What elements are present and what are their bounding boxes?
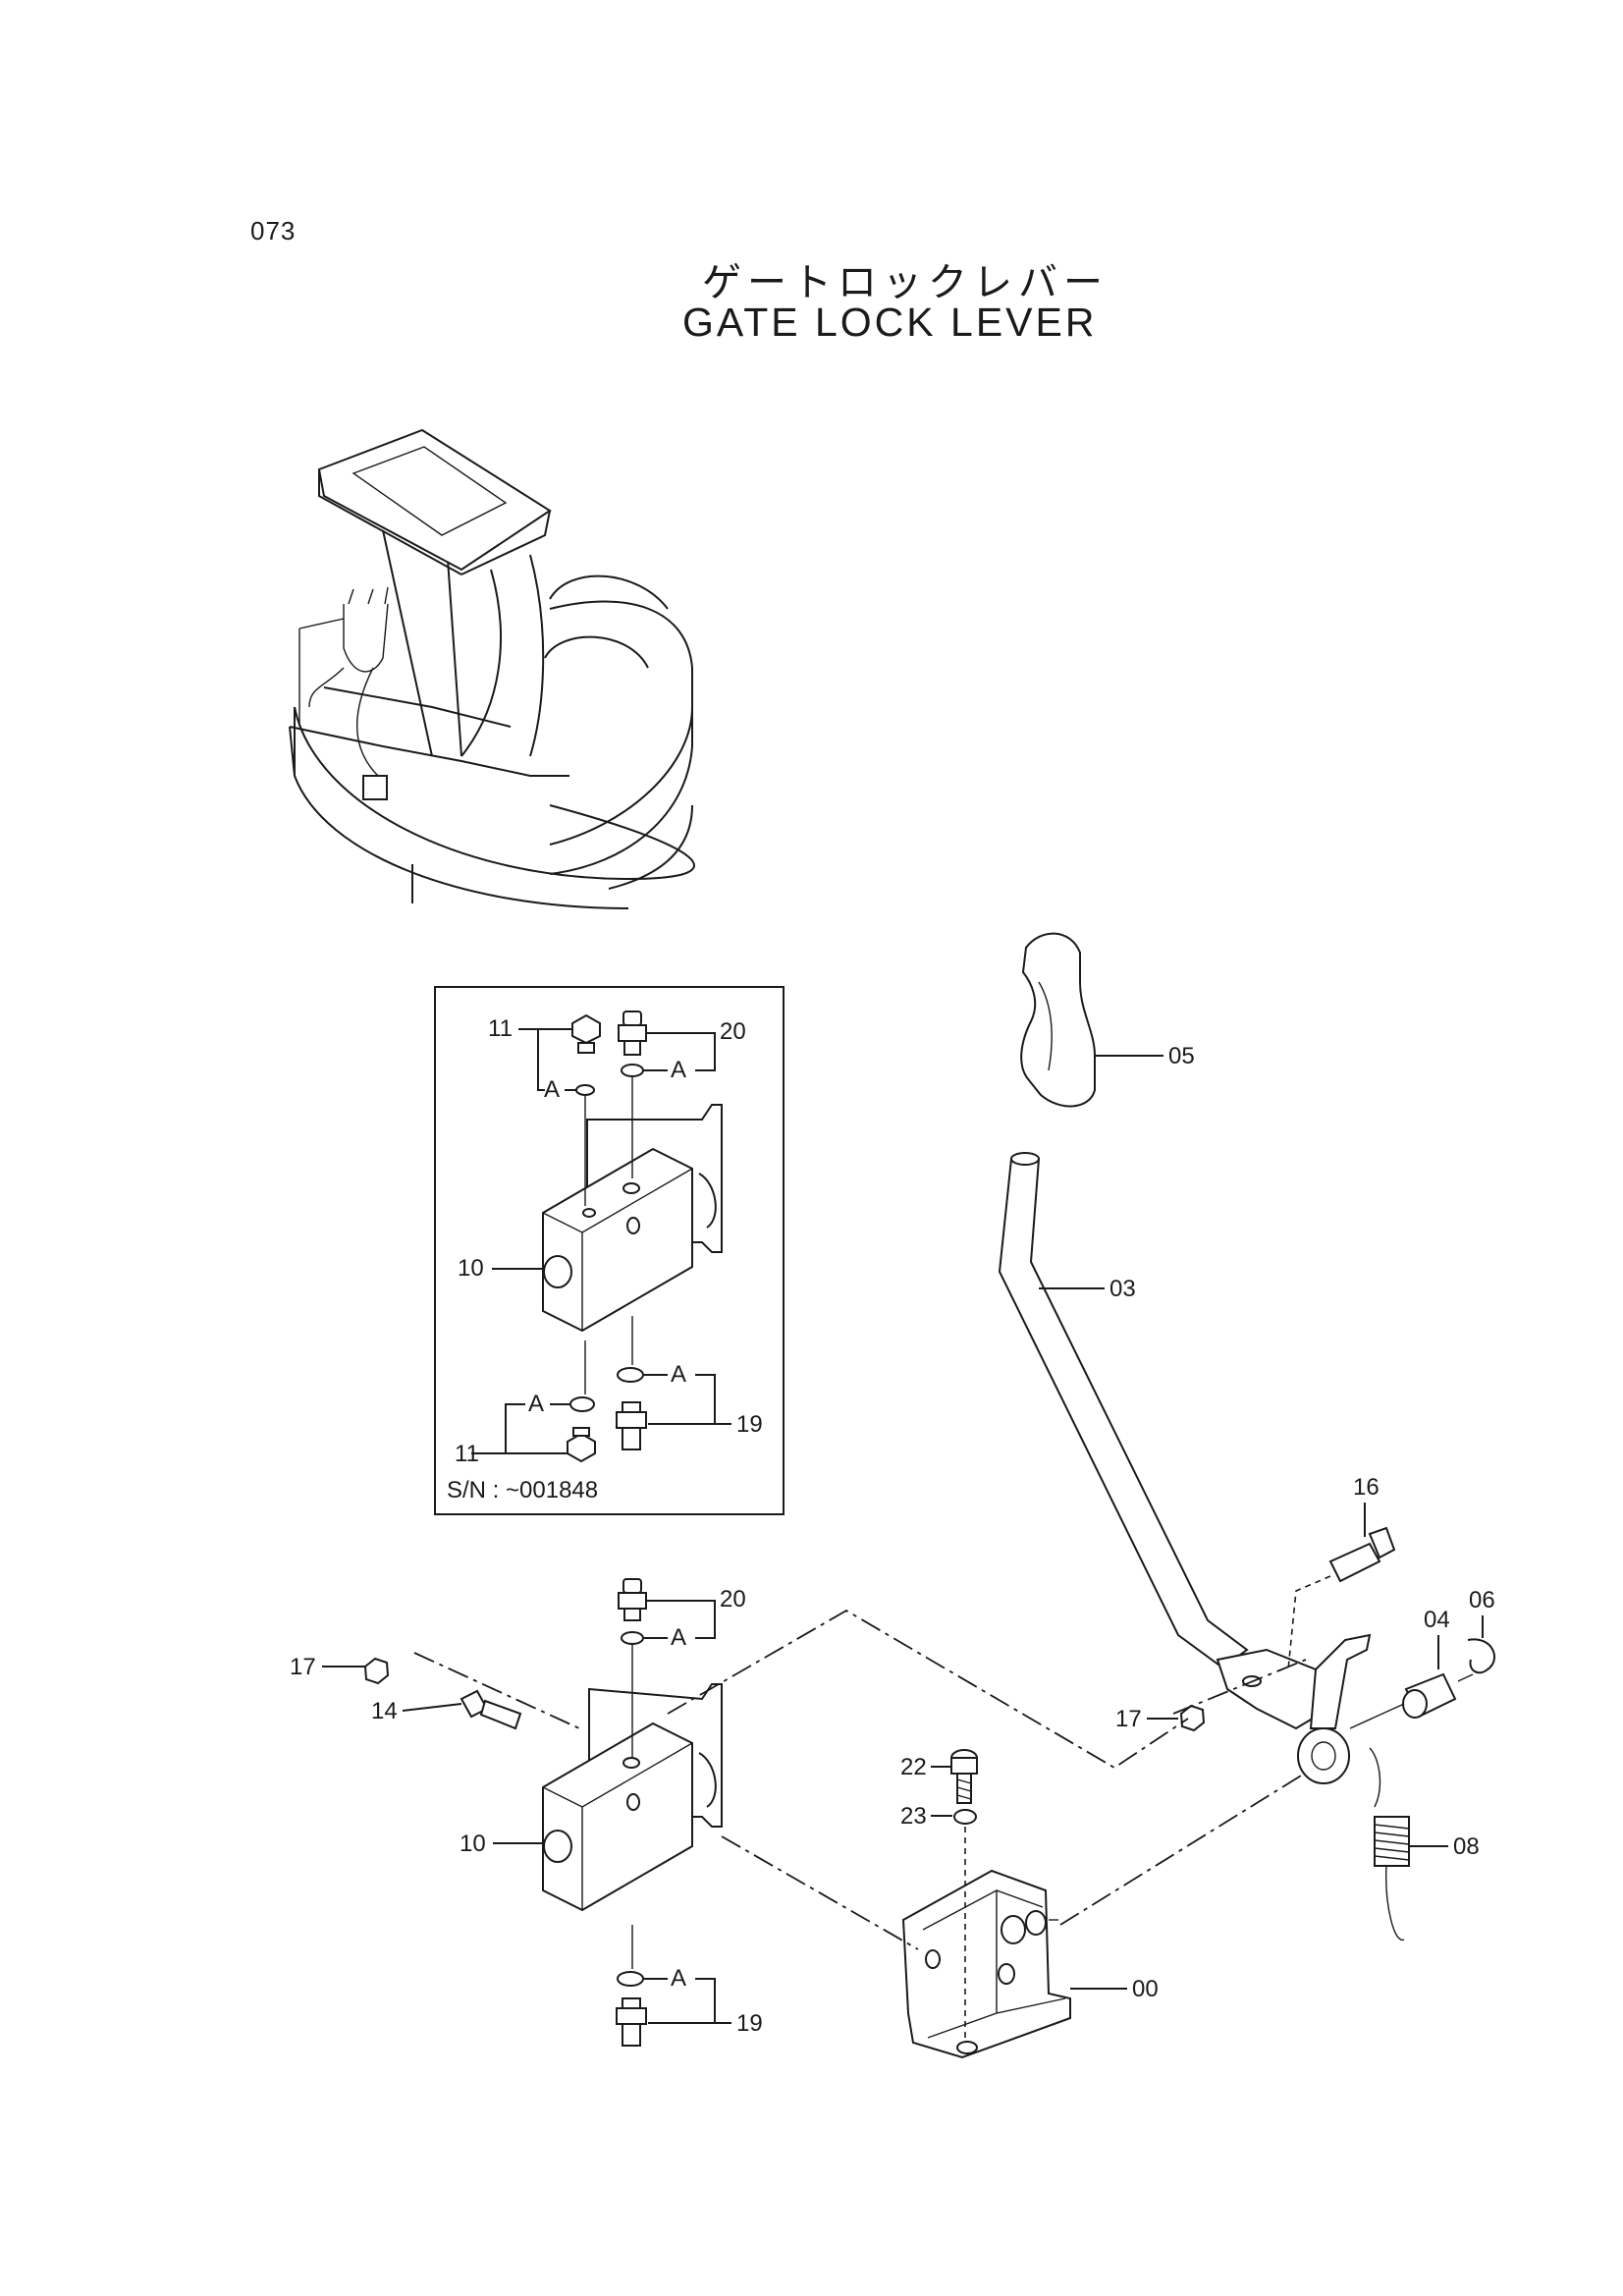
callout-05: 05 <box>1168 1043 1195 1069</box>
callout-a-bottom-left: A <box>528 1391 544 1417</box>
nut-17-left <box>363 1657 390 1685</box>
washer-23 <box>953 1809 977 1825</box>
fitting-19-inset <box>616 1401 647 1450</box>
callout-19-main: 19 <box>736 2010 763 2037</box>
callout-14: 14 <box>371 1698 398 1724</box>
callout-a-main-bottom: A <box>671 1965 686 1992</box>
pin-06 <box>1467 1638 1496 1674</box>
callout-11-bottom: 11 <box>455 1441 479 1467</box>
callout-00: 00 <box>1132 1976 1159 2002</box>
o-ring-a-top-left <box>575 1084 595 1096</box>
callout-a-main-top: A <box>671 1624 686 1651</box>
fitting-20-inset <box>618 1011 647 1056</box>
valve-block-10-inset <box>542 1104 723 1333</box>
fitting-19-main <box>616 1997 647 2047</box>
callout-19-inset: 19 <box>736 1411 763 1438</box>
callout-17-left: 17 <box>290 1654 316 1680</box>
title-japanese: ゲートロックレバー <box>702 260 1109 305</box>
serial-number-note: S/N : ~001848 <box>447 1477 598 1503</box>
callout-04: 04 <box>1424 1607 1450 1633</box>
callout-a-bottom-right: A <box>671 1361 686 1388</box>
callout-11-top: 11 <box>488 1015 513 1042</box>
bolt-14 <box>460 1689 522 1730</box>
fitting-20-main <box>618 1578 647 1621</box>
bracket-00 <box>901 1869 1071 2059</box>
o-ring-a-main-bottom <box>617 1971 644 1987</box>
callout-23: 23 <box>900 1803 927 1830</box>
pivot-boss <box>1297 1727 1350 1784</box>
callout-08: 08 <box>1453 1833 1480 1860</box>
o-ring-a-top-right <box>621 1064 644 1077</box>
callout-17-right: 17 <box>1115 1706 1142 1732</box>
page-number: 073 <box>250 216 297 246</box>
plug-11-bottom <box>567 1427 596 1463</box>
callout-06: 06 <box>1469 1587 1495 1613</box>
o-ring-a-bottom-left <box>569 1396 595 1412</box>
callout-10-main: 10 <box>460 1831 486 1857</box>
valve-block-10-main <box>542 1683 723 1912</box>
title-english: GATE LOCK LEVER <box>682 300 1098 345</box>
callout-20-inset: 20 <box>720 1018 746 1045</box>
bolt-22 <box>950 1749 978 1804</box>
o-ring-a-main-top <box>621 1631 644 1645</box>
main-exploded-view: 05 03 16 06 04 17 08 00 22 23 20 A 17 14… <box>290 932 1496 2059</box>
callout-10-inset: 10 <box>458 1255 484 1282</box>
lever-rod-03 <box>998 1158 1249 1669</box>
callout-16: 16 <box>1353 1474 1380 1501</box>
bushing-04 <box>1402 1672 1457 1719</box>
machine-overview-illustration <box>289 428 695 909</box>
grip-05 <box>1020 932 1096 1108</box>
callout-03: 03 <box>1109 1276 1136 1302</box>
callout-a-top-left: A <box>544 1076 560 1103</box>
lever-pivot-bracket <box>1216 1648 1323 1730</box>
plug-11-top <box>571 1013 601 1054</box>
bolt-16 <box>1328 1526 1396 1583</box>
callout-a-top-right: A <box>671 1057 686 1083</box>
callout-22: 22 <box>900 1754 927 1780</box>
spring-08 <box>1369 1747 1410 1941</box>
callout-20-main: 20 <box>720 1586 746 1613</box>
o-ring-a-bottom-right <box>617 1367 644 1383</box>
serial-range-inset: 11 20 A A 10 A A 19 11 S/N : ~001848 <box>434 986 784 1515</box>
